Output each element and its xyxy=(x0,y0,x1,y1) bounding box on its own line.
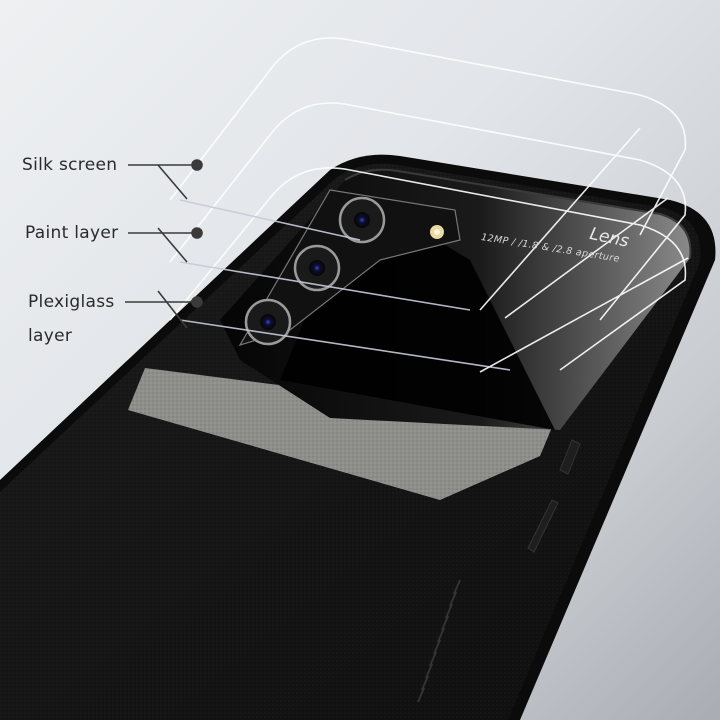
flash-icon xyxy=(430,225,444,239)
side-buttons xyxy=(417,439,581,703)
callout-label-line2: layer xyxy=(28,326,73,346)
camera-module xyxy=(238,189,461,347)
callout-dot-silk-screen xyxy=(191,159,203,171)
camera-lens-3 xyxy=(244,298,292,346)
camera-lens-2 xyxy=(293,244,341,292)
camera-lens-1 xyxy=(338,196,386,244)
layer-silk-screen-outline xyxy=(169,37,687,236)
layer-plexiglass-outline xyxy=(169,167,687,371)
callout-paint-layer: Paint layer xyxy=(25,216,118,250)
callout-label: Silk screen xyxy=(22,155,118,175)
callout-plexiglass-layer: Plexiglass layer xyxy=(28,285,115,353)
grip-ridges xyxy=(417,579,461,703)
grey-leather-strip xyxy=(128,368,555,500)
callout-silk-screen: Silk screen xyxy=(22,148,117,182)
callout-label: Paint layer xyxy=(25,223,119,243)
callout-leaders xyxy=(125,159,203,329)
callout-label-line1: Plexiglass xyxy=(28,292,115,312)
callout-dot-paint-layer xyxy=(191,227,203,239)
callout-dot-plexiglass-layer xyxy=(191,296,203,308)
glass-layers xyxy=(169,37,689,373)
layer-paint-outline xyxy=(169,102,687,321)
